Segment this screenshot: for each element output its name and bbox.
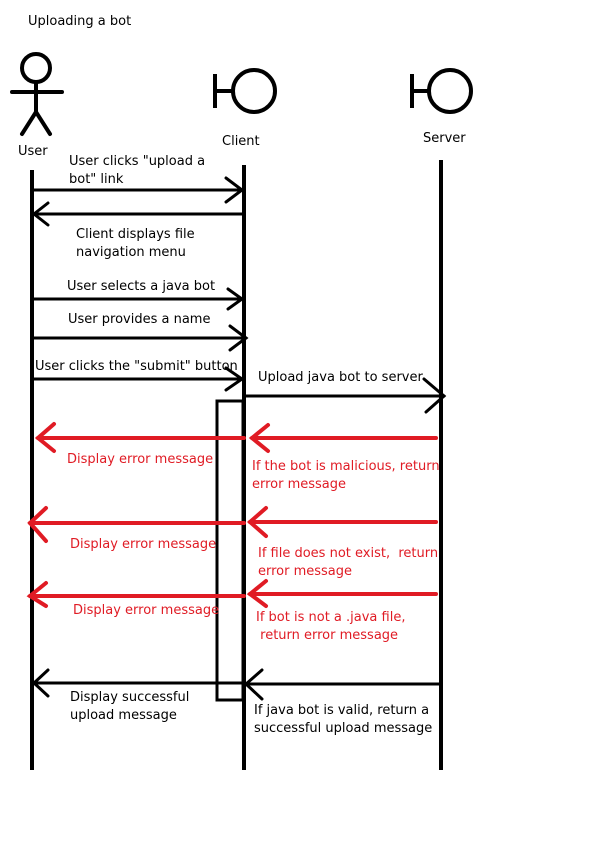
server-boundary-icon (410, 68, 473, 114)
msg-display-nav-arrow (31, 201, 246, 227)
client-boundary-icon (213, 68, 277, 114)
diagram-title: Uploading a bot (28, 14, 132, 29)
msg-select-bot-label: User selects a java bot (67, 279, 216, 294)
err-malicious-server-label: If the bot is malicious, return error me… (252, 459, 440, 492)
err-notjava-client-arrow (26, 581, 246, 608)
msg-click-upload-arrow (30, 176, 245, 204)
msg-success-client-label: Display successful upload message (70, 690, 190, 723)
msg-click-submit-arrow (30, 366, 245, 392)
msg-provide-name-arrow (30, 324, 249, 352)
msg-upload-server-arrow (242, 377, 447, 414)
msg-display-nav-label: Client displays file navigation menu (76, 227, 195, 260)
msg-click-upload-label: User clicks "upload a bot" link (69, 154, 206, 187)
err-notexist-server-arrow (246, 506, 438, 538)
msg-click-submit-label: User clicks the "submit" button (35, 359, 238, 374)
err-notjava-server-label: If bot is not a .java file, return error… (256, 610, 406, 643)
client-activation-box (215, 399, 245, 702)
err-notjava-client-label: Display error message (73, 603, 220, 618)
msg-success-client-arrow (31, 668, 246, 698)
err-notjava-server-arrow (246, 579, 438, 608)
msg-select-bot-arrow (30, 287, 245, 311)
err-malicious-server-arrow (248, 423, 438, 453)
msg-provide-name-label: User provides a name (68, 312, 211, 327)
err-notexist-client-arrow (27, 506, 246, 543)
msg-success-server-arrow (243, 668, 443, 701)
server-label: Server (423, 131, 466, 146)
msg-success-server-label: If java bot is valid, return a successfu… (254, 703, 433, 736)
err-notexist-server-label: If file does not exist, return error mes… (258, 546, 439, 579)
err-notexist-client-label: Display error message (70, 537, 217, 552)
err-malicious-client-label: Display error message (67, 452, 214, 467)
user-actor-icon (10, 52, 64, 136)
client-label: Client (222, 134, 260, 149)
user-label: User (18, 144, 48, 159)
err-malicious-client-arrow (34, 422, 246, 453)
msg-upload-server-label: Upload java bot to server (258, 370, 423, 385)
